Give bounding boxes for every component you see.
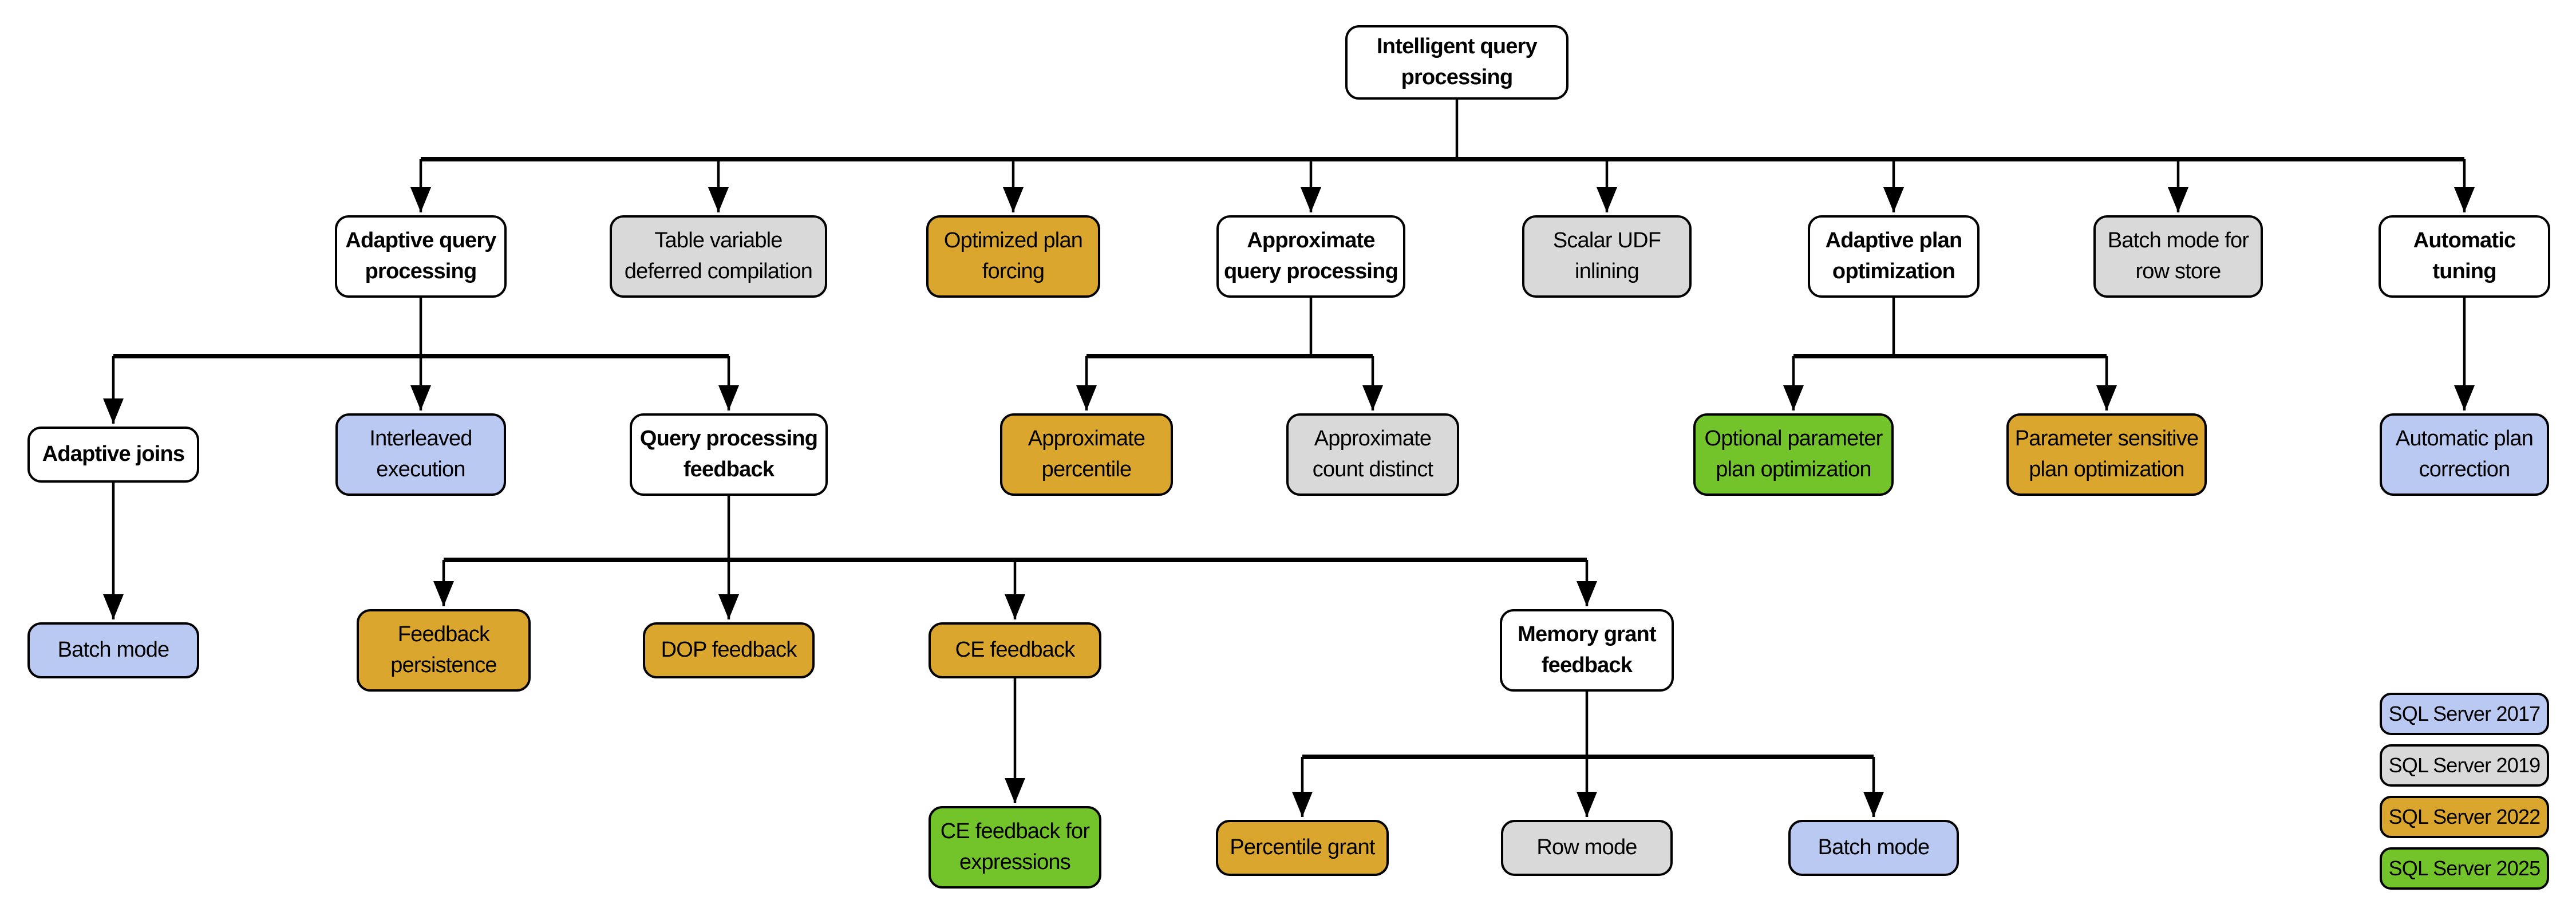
- node-batch-mode-for-row-store: Batch mode for row store: [2093, 215, 2263, 298]
- node-ce-feedback-for-expressions: CE feedback for expressions: [929, 806, 1101, 889]
- node-percentile-grant: Percentile grant: [1216, 820, 1389, 876]
- node-adaptive-query-processing: Adaptive query processing: [335, 215, 507, 298]
- node-dop-feedback: DOP feedback: [643, 622, 815, 678]
- node-approximate-count-distinct: Approximate count distinct: [1286, 413, 1459, 496]
- node-intelligent-query-processing: Intelligent query processing: [1345, 25, 1568, 100]
- node-batch-mode-adaptive-joins: Batch mode: [27, 622, 199, 678]
- node-ce-feedback: CE feedback: [929, 622, 1101, 678]
- node-adaptive-joins: Adaptive joins: [27, 427, 199, 483]
- legend-item-sql-server-2025: SQL Server 2025: [2380, 847, 2549, 890]
- node-memory-grant-feedback: Memory grant feedback: [1500, 609, 1674, 692]
- legend-item-sql-server-2019: SQL Server 2019: [2380, 744, 2549, 787]
- node-approximate-query-processing: Approximate query processing: [1216, 215, 1405, 298]
- node-interleaved-execution: Interleaved execution: [335, 413, 506, 496]
- node-query-processing-feedback: Query processing feedback: [630, 413, 828, 496]
- legend-item-sql-server-2017: SQL Server 2017: [2380, 693, 2549, 735]
- node-scalar-udf-inlining: Scalar UDF inlining: [1522, 215, 1692, 298]
- node-table-variable-deferred-compilation: Table variable deferred compilation: [610, 215, 827, 298]
- node-automatic-plan-correction: Automatic plan correction: [2380, 413, 2549, 496]
- node-optional-parameter-plan-optimization: Optional parameter plan optimization: [1693, 413, 1894, 496]
- node-row-mode: Row mode: [1501, 820, 1673, 876]
- legend-item-sql-server-2022: SQL Server 2022: [2380, 796, 2549, 838]
- node-feedback-persistence: Feedback persistence: [357, 609, 531, 692]
- node-adaptive-plan-optimization: Adaptive plan optimization: [1808, 215, 1980, 298]
- node-automatic-tuning: Automatic tuning: [2379, 215, 2550, 298]
- node-approximate-percentile: Approximate percentile: [1000, 413, 1173, 496]
- node-optimized-plan-forcing: Optimized plan forcing: [926, 215, 1100, 298]
- node-parameter-sensitive-plan-optimization: Parameter sensitive plan optimization: [2006, 413, 2207, 496]
- node-batch-mode-memory-grant: Batch mode: [1788, 820, 1959, 876]
